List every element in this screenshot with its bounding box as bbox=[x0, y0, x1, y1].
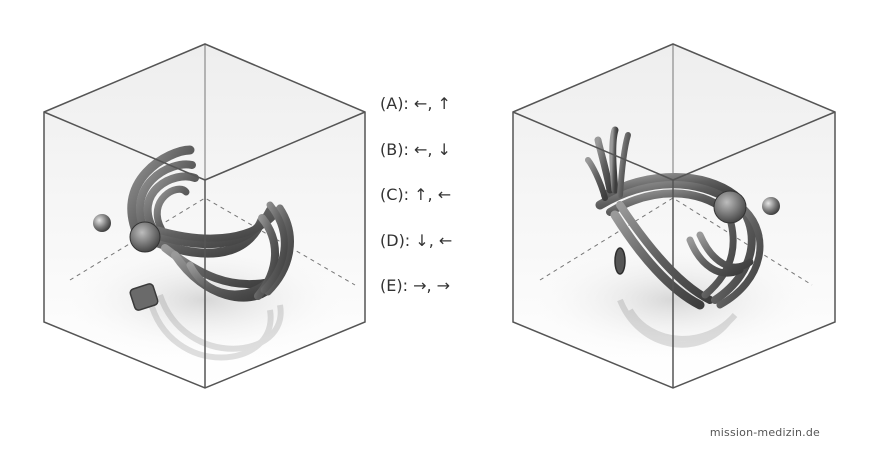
left-sphere bbox=[93, 214, 111, 232]
left-cube-outline bbox=[43, 43, 366, 389]
right-cube-disc bbox=[614, 247, 626, 275]
left-cube bbox=[43, 43, 366, 389]
option-a: (A): ←, ↑ bbox=[380, 94, 451, 113]
right-cube-hidden-edges bbox=[539, 197, 813, 286]
right-cube-outline bbox=[512, 43, 836, 389]
answer-options: (A): ←, ↑ (B): ←, ↓ (C): ↑, ← (D): ↓, ← … bbox=[380, 92, 452, 320]
right-fibre-bundle bbox=[585, 126, 764, 310]
source-credit: mission-medizin.de bbox=[709, 426, 820, 439]
option-e: (E): →, → bbox=[380, 276, 451, 295]
option-b: (B): ←, ↓ bbox=[380, 139, 451, 159]
option-d: (D): ↓, ← bbox=[380, 230, 453, 250]
right-reflection bbox=[617, 298, 738, 348]
option-c: (C): ↑, ← bbox=[380, 185, 452, 204]
left-cube-hidden-edges bbox=[69, 197, 356, 286]
left-cube-block bbox=[129, 283, 159, 311]
right-cube bbox=[512, 43, 836, 389]
right-knot bbox=[713, 190, 747, 224]
right-sphere bbox=[762, 197, 780, 215]
left-fibre-bundle bbox=[127, 145, 294, 302]
left-knot bbox=[129, 221, 161, 253]
left-reflection bbox=[147, 294, 284, 361]
